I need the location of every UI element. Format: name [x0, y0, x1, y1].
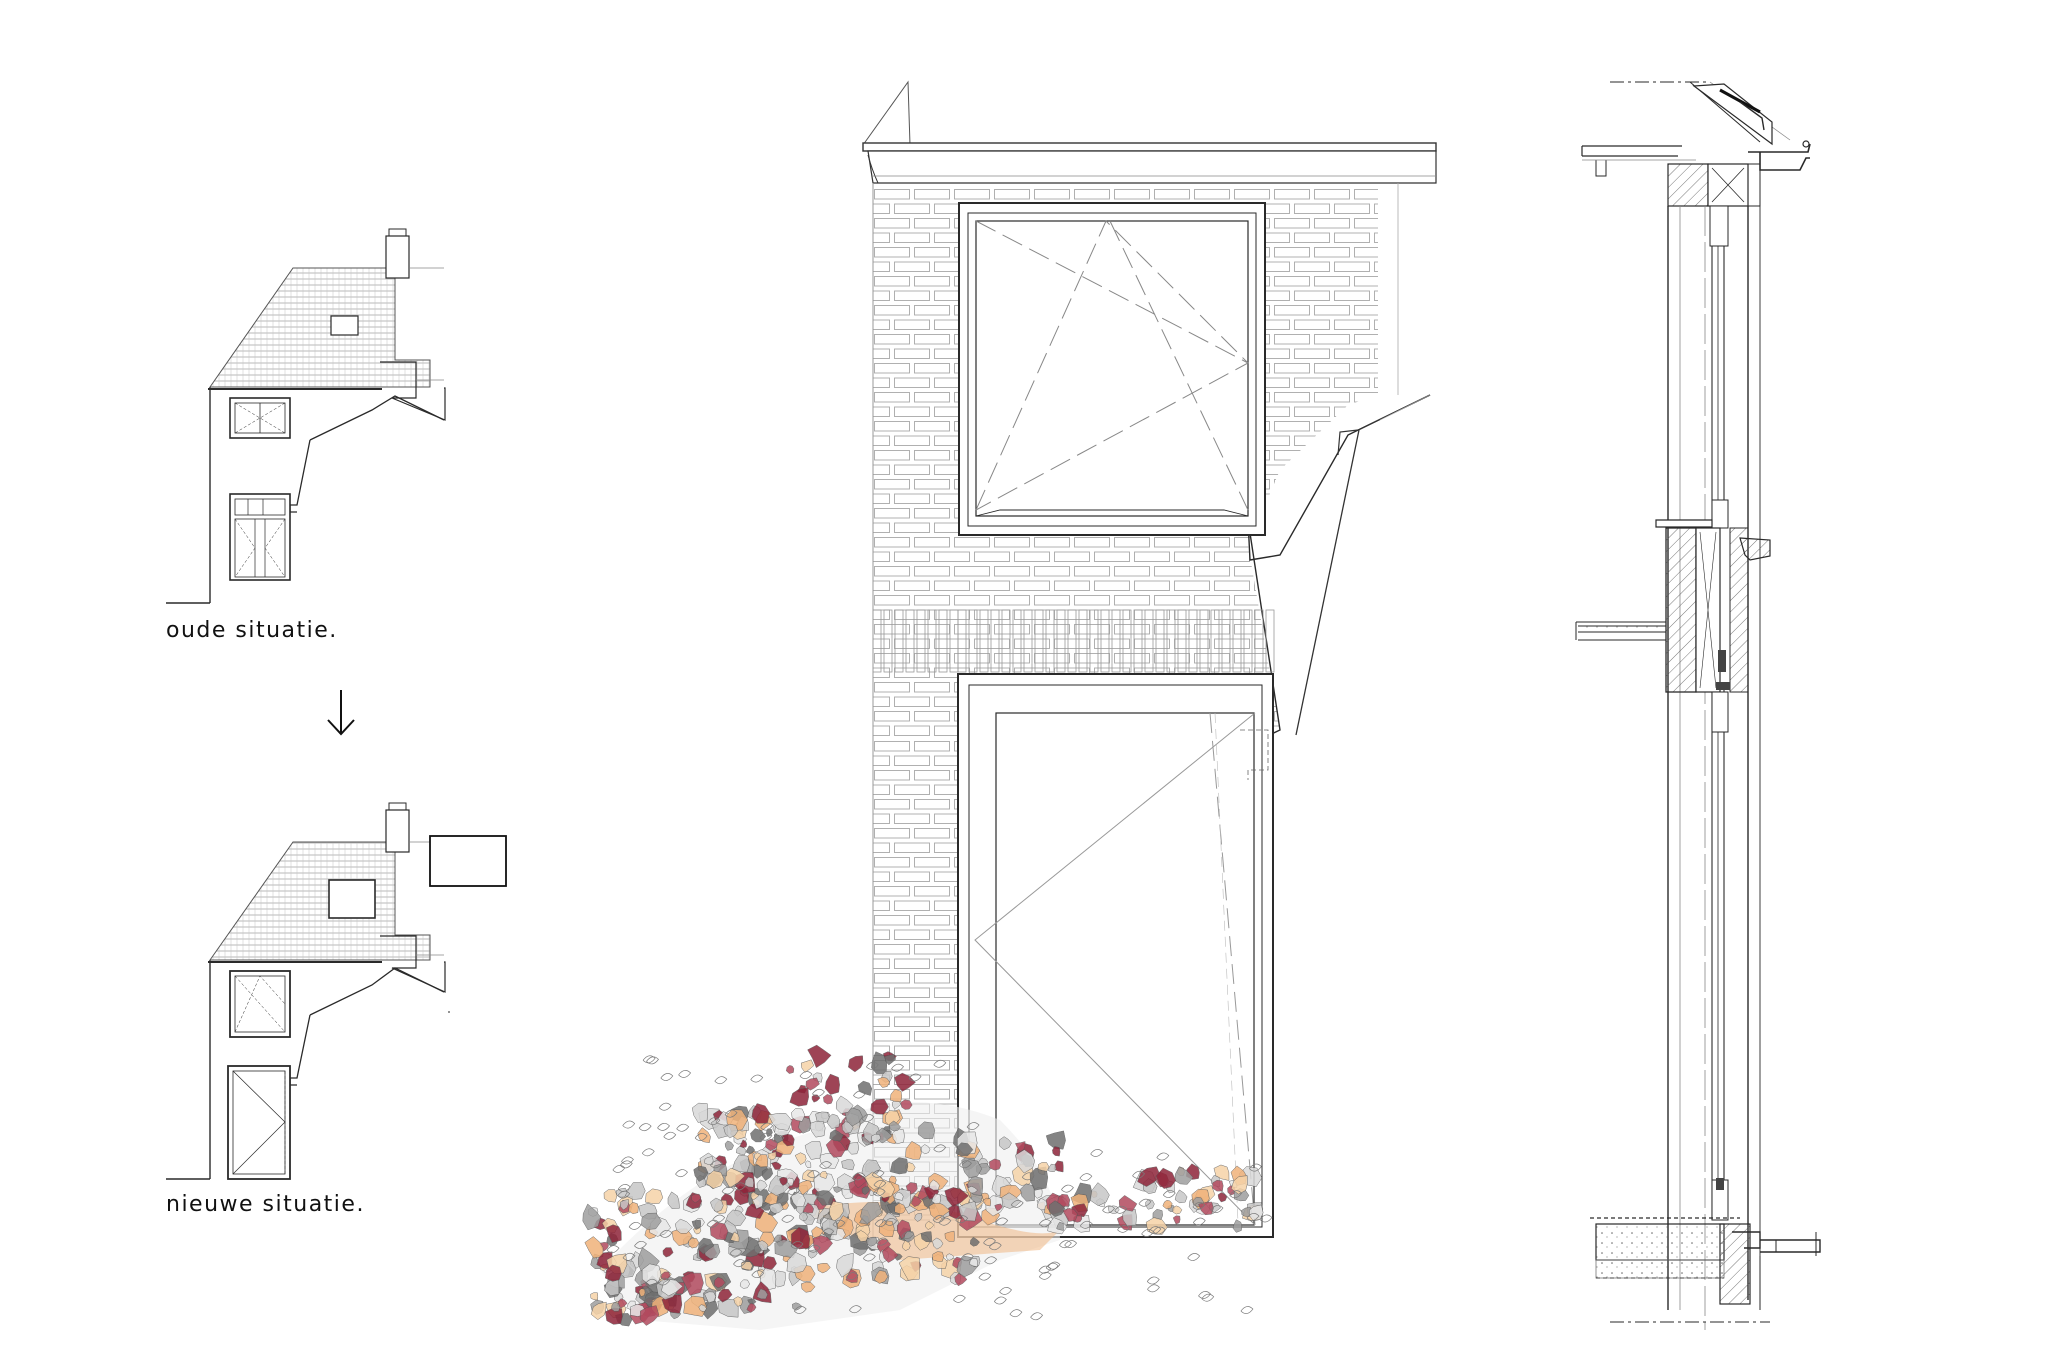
arrow-down-icon [327, 690, 355, 736]
wall-section-detail [1575, 81, 1821, 1330]
new-detail-box [429, 835, 507, 887]
new-chimney [385, 809, 410, 853]
flower-collage [582, 1044, 1273, 1330]
caption-old-situation: oude situatie. [166, 618, 338, 643]
soldier-course-lower [872, 609, 959, 673]
upper-window [958, 202, 1266, 536]
new-situation-elevation [166, 802, 507, 1180]
new-roof [209, 841, 431, 961]
cornice [862, 142, 1437, 152]
soldier-course-upper [957, 609, 1275, 673]
floor-beam [1665, 527, 1697, 693]
main-elevation [582, 80, 1437, 1330]
roof-tile [1692, 83, 1773, 146]
old-situation-elevation [166, 228, 446, 604]
foundation-slab [1595, 1223, 1725, 1261]
gutter [1748, 143, 1811, 171]
old-chimney [385, 235, 410, 279]
caption-new-situation: nieuwe situatie. [166, 1192, 365, 1217]
new-door [227, 1065, 291, 1180]
old-roof [209, 267, 431, 388]
new-dormer [328, 879, 376, 919]
old-door [229, 493, 291, 581]
